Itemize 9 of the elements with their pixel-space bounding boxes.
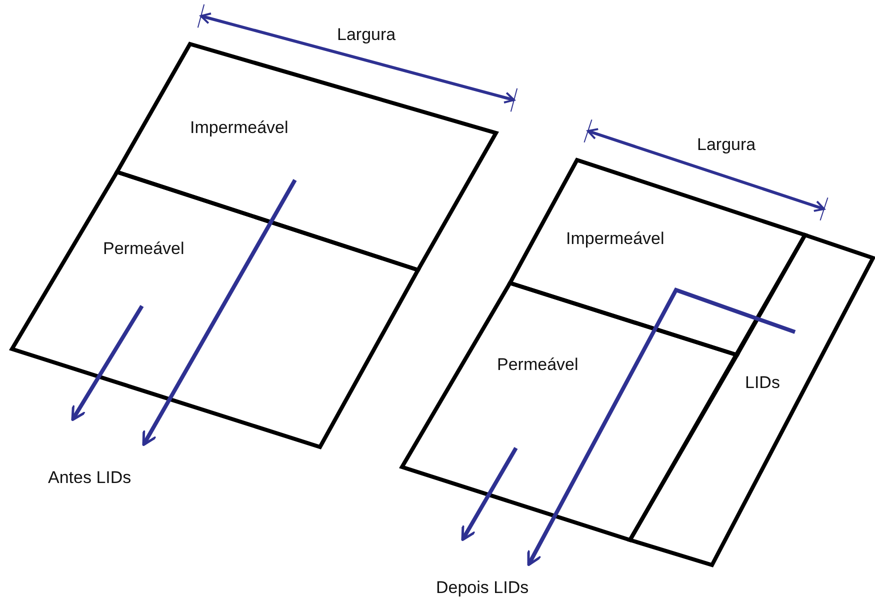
area-label: Permeável (103, 239, 184, 259)
area-label: Impermeável (566, 229, 664, 249)
dimension-label: Largura (337, 25, 396, 45)
area-label: Permeável (497, 355, 578, 375)
area-label: LIDs (745, 373, 780, 393)
panel-caption: Depois LIDs (436, 578, 529, 598)
area-label: Impermeável (190, 118, 288, 138)
panel-caption: Antes LIDs (48, 468, 132, 488)
dimension-label: Largura (697, 135, 756, 155)
